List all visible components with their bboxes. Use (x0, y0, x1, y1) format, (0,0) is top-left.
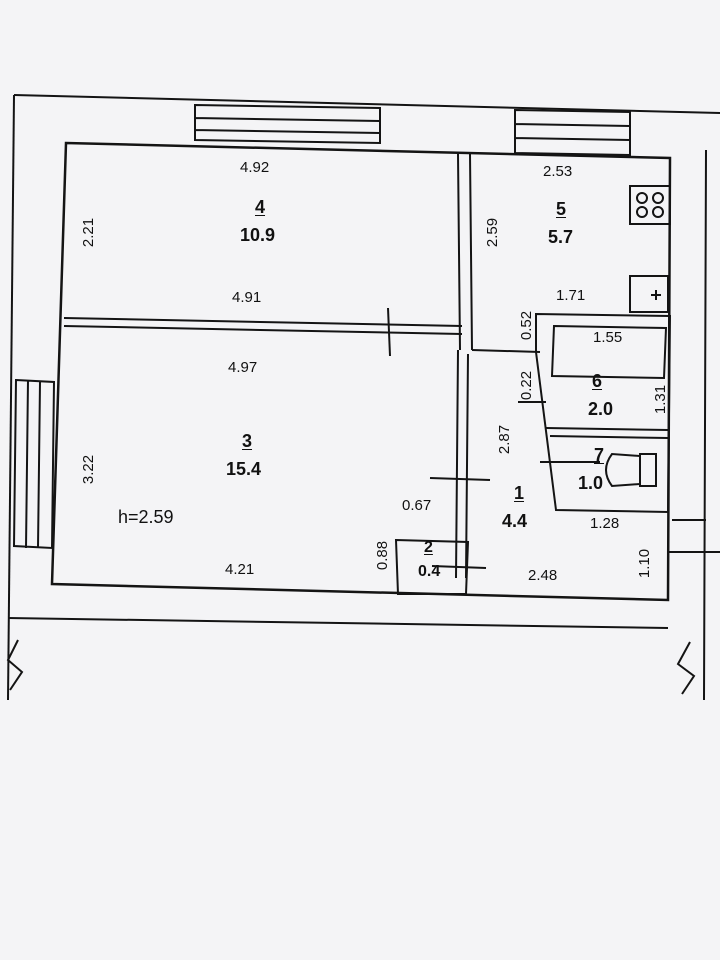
window-room-3 (12, 378, 56, 550)
stove-burner-3 (636, 206, 648, 218)
room-4-area: 10.9 (240, 225, 276, 245)
room-1-entry-width: 1.10 (636, 548, 654, 579)
room-1-area: 4.4 (502, 511, 528, 531)
room-6-number: 6 (592, 371, 603, 391)
room-1-width-bottom: 2.48 (528, 567, 558, 584)
room-3-height: 3.22 (80, 454, 98, 485)
bathroom-divider (545, 427, 669, 439)
outer-wall-top (13, 94, 720, 114)
room-3-number: 3 (242, 431, 253, 451)
room-2-number: 2 (424, 539, 433, 556)
room-1-door-gap: 0.67 (402, 497, 432, 514)
room-6-height: 1.31 (652, 384, 670, 415)
room-1-width-right: 1.28 (590, 515, 620, 532)
break-symbol-left (6, 639, 24, 691)
room-3-width-bottom: 4.21 (225, 561, 255, 578)
wall-5-corridor (471, 349, 541, 353)
door-mark-1 (429, 477, 491, 481)
door-mark-2 (431, 565, 487, 569)
stove-burner-4 (652, 206, 664, 218)
stove-burner-2 (652, 192, 664, 204)
room-4-width-bottom: 4.91 (232, 289, 262, 306)
door-mark-4 (387, 307, 391, 357)
bathroom-outline (535, 312, 672, 514)
room-5-number: 5 (556, 199, 567, 219)
room-4-number: 4 (255, 197, 266, 217)
ceiling-height: h=2.59 (118, 507, 174, 527)
window-room-4 (194, 103, 381, 145)
room-7-number: 7 (594, 445, 605, 465)
bath-tub (550, 324, 668, 380)
break-symbol-right (676, 641, 696, 695)
stove-burner-1 (636, 192, 648, 204)
room-6-tub-length: 1.55 (593, 329, 623, 346)
kitchen-sink (629, 275, 669, 313)
room-7-area: 1.0 (578, 473, 604, 493)
room-3-width-top: 4.97 (228, 359, 258, 376)
outer-wall-bottom (7, 617, 669, 629)
wall-4-5 (457, 153, 473, 351)
stove (629, 185, 671, 225)
room-5-area: 5.7 (548, 227, 574, 247)
wall-4-3 (63, 317, 463, 335)
room-1-number: 1 (514, 483, 525, 503)
room-2-height: 0.88 (374, 540, 392, 571)
toilet-shape (605, 452, 641, 488)
room-4-width-top: 4.92 (240, 159, 270, 176)
room-5-height: 2.59 (484, 217, 502, 248)
faded-watermark-line (470, 112, 480, 122)
window-room-5 (514, 108, 631, 157)
pantry-outline (394, 538, 470, 595)
room-5-width: 2.53 (543, 163, 573, 180)
room-2-area: 0.4 (418, 563, 441, 580)
room-3-area: 15.4 (226, 459, 262, 479)
sink-tap (651, 290, 661, 300)
apartment-outline (50, 141, 672, 602)
outer-wall-right (668, 149, 720, 701)
outer-wall-left (7, 94, 15, 701)
wall-3-1 (455, 349, 469, 579)
room-6-area: 2.0 (588, 399, 614, 419)
toilet-tank (639, 453, 657, 487)
room-1-height: 2.87 (496, 424, 514, 455)
room-6-gap: 0.22 (518, 370, 536, 401)
room-6-height-upper: 0.52 (518, 310, 536, 341)
room-6-width-top: 1.71 (556, 287, 586, 304)
room-4-height: 2.21 (80, 217, 98, 248)
